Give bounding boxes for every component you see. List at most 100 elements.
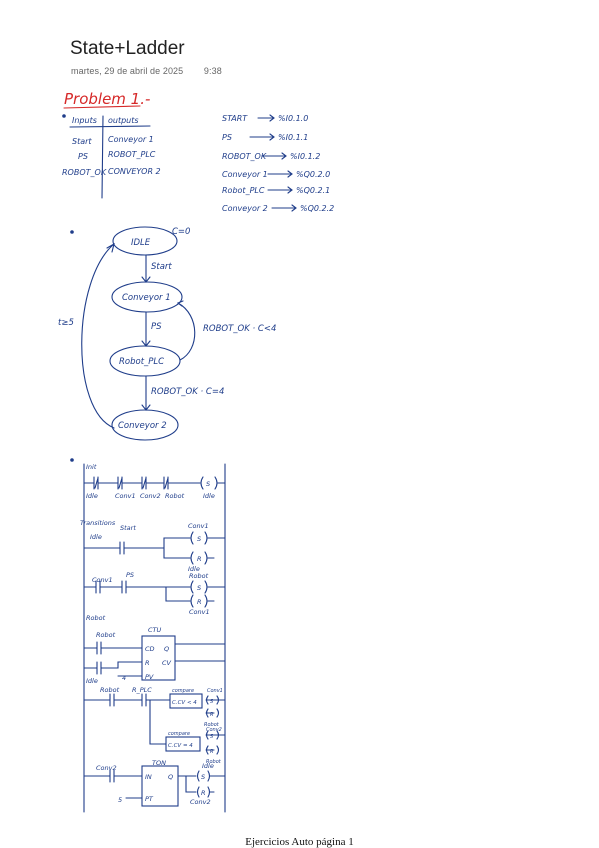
compare-block-2 xyxy=(165,736,201,752)
rung-1-coil-type: S xyxy=(206,480,210,488)
addr-signal-3: Conveyor 1 xyxy=(222,170,268,179)
rung-2-contact-1: Start xyxy=(120,524,136,532)
rung-2-contact-0: Idle xyxy=(90,533,102,541)
io-input-robot-ok: ROBOT_OK xyxy=(62,168,107,177)
rung-1-coil xyxy=(200,476,218,490)
state-labels: IDLE Conveyor 1 Robot_PLC Conveyor 2 C=0… xyxy=(58,227,276,431)
ladder-labels: Init Idle Conv1 Conv2 Robot S Idle Trans… xyxy=(80,463,223,806)
rung-3-contact-0: Conv1 xyxy=(92,576,113,584)
addr-value-5: %Q0.2.2 xyxy=(300,204,334,213)
rung-1-contacts xyxy=(93,476,169,490)
page-date: martes, 29 de abril de 2025 xyxy=(71,66,184,76)
rung-2-wire xyxy=(83,537,226,559)
addr-signal-4: Robot_PLC xyxy=(222,186,265,195)
ctu-wires xyxy=(83,643,226,677)
ctu-name: CTU xyxy=(148,626,162,634)
ladder-diagram xyxy=(83,463,226,813)
state-conveyor-2 xyxy=(111,409,179,441)
rung-3-contact-1: PS xyxy=(126,571,134,579)
rung-5-coils xyxy=(205,695,220,755)
io-input-ps: PS xyxy=(78,152,88,161)
trans-robot-c-lt-4: ROBOT_OK · C<4 xyxy=(203,324,276,334)
state-idle-label: IDLE xyxy=(131,238,151,248)
page-title: State+Ladder xyxy=(70,38,185,59)
rung-5-contact-0: Robot xyxy=(100,686,120,694)
compare-1-expr: C.CV < 4 xyxy=(172,700,197,706)
rung-5-coil-3-type: R xyxy=(210,749,213,755)
trans-start: Start xyxy=(151,262,172,272)
io-table-header-line xyxy=(69,125,151,128)
rung-5-coil-1-type: R xyxy=(210,712,213,718)
ctu-pin-pv: PV xyxy=(145,673,154,681)
state-conveyor-1 xyxy=(111,281,183,313)
state-diagram xyxy=(81,226,196,441)
trans-robot-c-eq-4: ROBOT_OK · C=4 xyxy=(151,387,224,397)
rung-5-coil-2-type: S xyxy=(210,734,214,740)
rung-5-coil-1-label: Robot xyxy=(204,722,220,728)
ton-coil-0-type: S xyxy=(201,773,205,781)
ton-coils xyxy=(196,770,211,798)
ton-block xyxy=(141,765,179,807)
compare-1-title: compare xyxy=(172,688,194,694)
rung-5-coil-0-label: Conv1 xyxy=(207,688,223,694)
ton-coil-1-label: Conv2 xyxy=(190,798,211,806)
io-header-outputs: outputs xyxy=(108,116,139,125)
section-init: Init xyxy=(86,463,97,471)
rung-1-coil-label: Idle xyxy=(203,492,215,500)
problem-heading: Problem 1.- xyxy=(64,90,150,108)
io-table: Inputs outputs Start PS ROBOT_OK Conveyo… xyxy=(62,114,161,177)
ton-pt-value: 5 xyxy=(118,796,122,804)
ton-pin-q: Q xyxy=(168,773,173,781)
rung-2-coil-0-label: Conv1 xyxy=(188,522,209,530)
rung-3-coil-1-label: Conv1 xyxy=(189,608,210,616)
ton-pin-pt: PT xyxy=(145,795,154,803)
rung-1-contact-3: Robot xyxy=(165,492,185,500)
ctu-robot-label: Robot xyxy=(96,631,116,639)
rung-2-coil-1-type: R xyxy=(197,555,202,563)
ctu-pin-cv: CV xyxy=(162,659,172,667)
addr-signal-0: START xyxy=(222,114,248,123)
state-idle xyxy=(112,226,178,256)
ton-coil-0-label: Idle xyxy=(202,762,214,770)
ctu-pin-cd: CD xyxy=(145,645,155,653)
io-table-divider xyxy=(101,115,104,199)
rung-2-coil-0-type: S xyxy=(197,535,201,543)
ctu-block xyxy=(141,635,176,681)
address-arrows xyxy=(249,114,297,212)
ton-pin-in: IN xyxy=(145,773,152,781)
io-output-robot-plc: ROBOT_PLC xyxy=(108,150,156,159)
page-meta: martes, 29 de abril de 2025 9:38 xyxy=(71,66,222,76)
section-robot: Robot xyxy=(86,614,106,622)
io-input-start: Start xyxy=(72,137,92,146)
ctu-contacts xyxy=(96,641,102,675)
problem-underline xyxy=(63,105,141,109)
rung-5-contacts xyxy=(109,693,147,707)
addr-signal-5: Conveyor 2 xyxy=(222,204,268,213)
ton-wires xyxy=(83,775,226,799)
edge-conv2-idle xyxy=(81,242,115,429)
state-conveyor-2-label: Conveyor 2 xyxy=(118,421,167,431)
rung-3-coil-1-type: R xyxy=(197,598,202,606)
addr-value-4: %Q0.2.1 xyxy=(296,186,330,195)
rung-3-coil-0-type: S xyxy=(197,584,201,592)
ctu-idle-label: Idle xyxy=(86,677,98,685)
compare-block-1 xyxy=(169,693,203,709)
addr-value-2: %I0.1.2 xyxy=(290,152,320,161)
rung-3-coils xyxy=(190,580,208,608)
io-output-conveyor-2: CONVEYOR 2 xyxy=(108,167,161,176)
rung-3-contacts xyxy=(95,580,127,594)
section-transitions: Transitions xyxy=(80,519,116,527)
ton-name: TON xyxy=(152,759,166,767)
addr-signal-1: PS xyxy=(222,133,232,142)
rung-5-coil-3-label: Robot xyxy=(206,759,222,765)
rung-3-coil-0-label: Robot xyxy=(189,572,209,580)
io-output-conveyor-1: Conveyor 1 xyxy=(108,135,154,144)
state-conveyor-1-label: Conveyor 1 xyxy=(122,293,171,303)
compare-2-title: compare xyxy=(168,731,190,737)
compare-2-expr: C.CV = 4 xyxy=(168,743,193,749)
trans-ps: PS xyxy=(151,322,162,332)
rung-5-contact-1: R_PLC xyxy=(132,686,152,694)
rung-5-coil-0-type: S xyxy=(210,699,214,705)
rung-1-contact-1: Conv1 xyxy=(115,492,136,500)
